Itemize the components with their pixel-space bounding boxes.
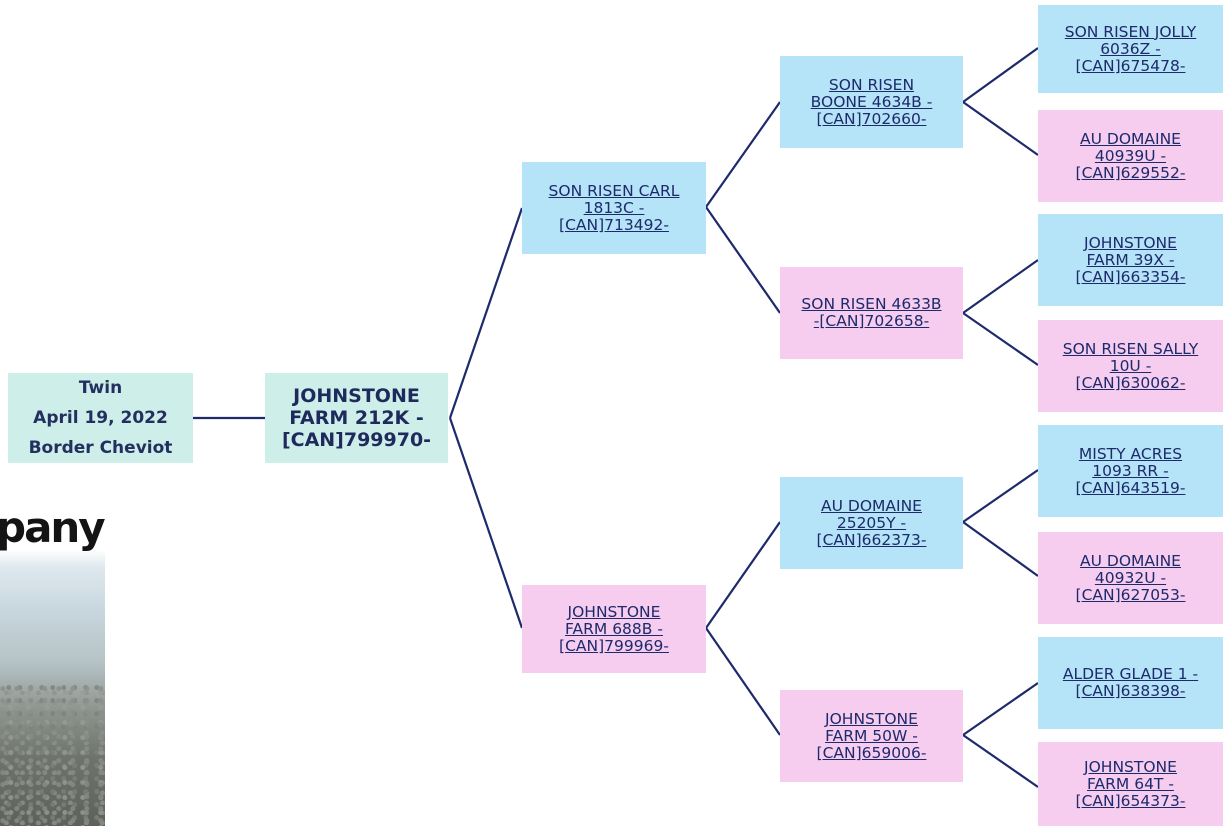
connector-dam-dd	[705, 627, 781, 736]
connector-ss-sss	[962, 47, 1039, 103]
pedigree-node-sss[interactable]: SON RISEN JOLLY 6036Z - [CAN]675478-	[1038, 5, 1223, 93]
pedigree-link-dam-sire[interactable]: AU DOMAINE 25205Y - [CAN]662373-	[816, 496, 927, 549]
connector-ds-dsd	[962, 521, 1039, 577]
connector-dd-ddd	[962, 734, 1039, 788]
connector-sire-ss	[705, 101, 781, 208]
connector-ss-ssd	[962, 101, 1039, 156]
pedigree-node-sire-dam[interactable]: SON RISEN 4633B -[CAN]702658-	[780, 267, 963, 359]
connector-ds-dss	[962, 469, 1039, 523]
subject-birth-date: April 19, 2022	[33, 408, 168, 428]
pedigree-node-ddd[interactable]: JOHNSTONE FARM 64T - [CAN]654373-	[1038, 742, 1223, 826]
pedigree-node-dam-dam[interactable]: JOHNSTONE FARM 50W - [CAN]659006-	[780, 690, 963, 782]
connector-root-dam	[448, 417, 524, 629]
pedigree-root-node[interactable]: JOHNSTONE FARM 212K - [CAN]799970-	[265, 373, 448, 463]
photo-caption-text: pany	[0, 503, 105, 552]
connector-sd-sds	[962, 259, 1039, 314]
pedigree-node-ssd[interactable]: AU DOMAINE 40939U - [CAN]629552-	[1038, 110, 1223, 202]
photo-flock-texture	[0, 685, 105, 826]
pedigree-link-ddd[interactable]: JOHNSTONE FARM 64T - [CAN]654373-	[1075, 757, 1186, 810]
pedigree-node-sdd[interactable]: SON RISEN SALLY 10U - [CAN]630062-	[1038, 320, 1223, 412]
pedigree-node-dam[interactable]: JOHNSTONE FARM 688B - [CAN]799969-	[522, 585, 706, 673]
pedigree-link-sire-dam[interactable]: SON RISEN 4633B -[CAN]702658-	[801, 295, 942, 330]
pedigree-link-sdd[interactable]: SON RISEN SALLY 10U - [CAN]630062-	[1062, 339, 1199, 392]
pedigree-link-sss[interactable]: SON RISEN JOLLY 6036Z - [CAN]675478-	[1064, 22, 1197, 75]
connector-root-sire	[448, 207, 524, 419]
pedigree-link-sire[interactable]: SON RISEN CARL 1813C - [CAN]713492-	[548, 181, 680, 234]
subject-breed: Border Cheviot	[28, 438, 173, 458]
pedigree-link-ssd[interactable]: AU DOMAINE 40939U - [CAN]629552-	[1075, 129, 1186, 182]
pedigree-link-dss[interactable]: MISTY ACRES 1093 RR - [CAN]643519-	[1075, 444, 1186, 497]
pedigree-node-dam-sire[interactable]: AU DOMAINE 25205Y - [CAN]662373-	[780, 477, 963, 569]
background-photo: pany	[0, 485, 105, 826]
subject-info-box: Twin April 19, 2022 Border Cheviot	[8, 373, 193, 463]
connector-sire-sd	[705, 206, 781, 314]
pedigree-node-dds[interactable]: ALDER GLADE 1 - [CAN]638398-	[1038, 637, 1223, 729]
subject-type: Twin	[78, 378, 123, 398]
connector-dd-dds	[962, 682, 1039, 736]
connector-sd-sdd	[962, 312, 1039, 366]
pedigree-link-dam-dam[interactable]: JOHNSTONE FARM 50W - [CAN]659006-	[816, 709, 927, 762]
pedigree-node-dss[interactable]: MISTY ACRES 1093 RR - [CAN]643519-	[1038, 425, 1223, 517]
pedigree-link-sire-sire[interactable]: SON RISEN BOONE 4634B - [CAN]702660-	[810, 75, 933, 128]
pedigree-node-sds[interactable]: JOHNSTONE FARM 39X - [CAN]663354-	[1038, 214, 1223, 306]
pedigree-link-dsd[interactable]: AU DOMAINE 40932U - [CAN]627053-	[1075, 551, 1186, 604]
connector-dam-ds	[705, 521, 781, 629]
pedigree-node-dsd[interactable]: AU DOMAINE 40932U - [CAN]627053-	[1038, 532, 1223, 624]
pedigree-node-sire[interactable]: SON RISEN CARL 1813C - [CAN]713492-	[522, 162, 706, 254]
pedigree-link-sds[interactable]: JOHNSTONE FARM 39X - [CAN]663354-	[1075, 233, 1186, 286]
pedigree-link-dam[interactable]: JOHNSTONE FARM 688B - [CAN]799969-	[559, 602, 669, 655]
pedigree-node-sire-sire[interactable]: SON RISEN BOONE 4634B - [CAN]702660-	[780, 56, 963, 148]
pedigree-link-dds[interactable]: ALDER GLADE 1 - [CAN]638398-	[1062, 665, 1199, 700]
